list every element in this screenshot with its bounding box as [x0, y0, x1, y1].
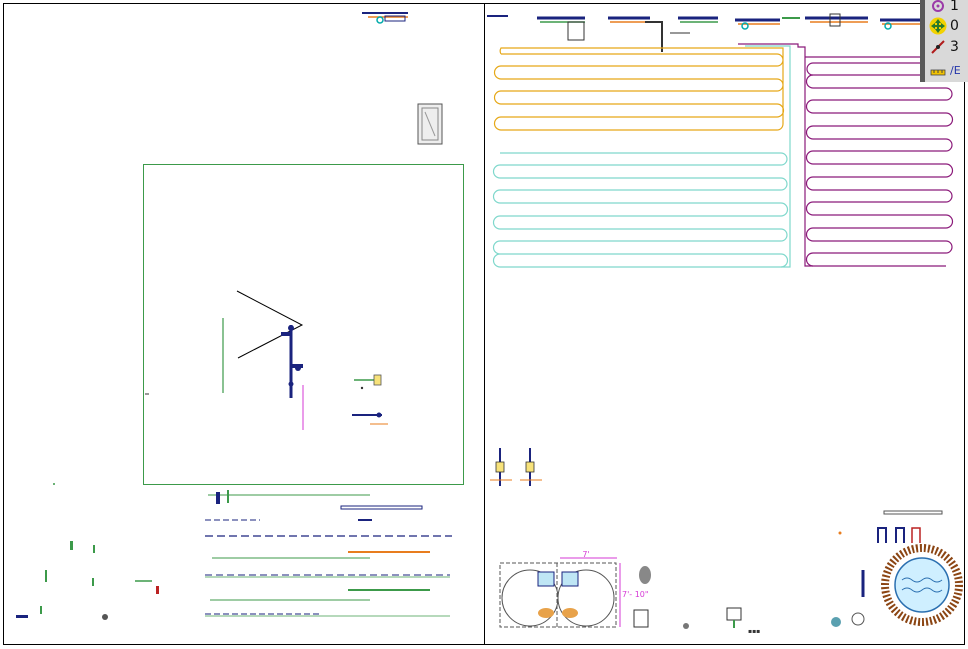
pipe-label-bar	[883, 510, 943, 515]
viewport-frame[interactable]	[143, 164, 464, 485]
palette-label-measure: /E	[950, 63, 961, 77]
palette-label-orbit: 1	[950, 0, 959, 14]
valve-detail-symbols	[490, 448, 542, 486]
scattered-fixture-symbols	[16, 483, 159, 620]
water-heater-symbol	[417, 103, 443, 145]
palette-row-measure[interactable]: /E	[929, 60, 968, 80]
misc-fixtures-bottom: ▪▪▪	[683, 570, 865, 635]
radiant-loop-orange	[493, 47, 785, 131]
dimension-height-label: 7'- 10"	[622, 590, 649, 599]
manifold-symbol-top-left	[362, 12, 408, 24]
palette-label-line: 3	[950, 39, 959, 55]
dimension-width-label: 7'	[582, 550, 589, 559]
svg-text:▪▪▪: ▪▪▪	[748, 628, 760, 635]
measure-tool-icon[interactable]	[929, 61, 947, 79]
manifold-elevations-row	[487, 13, 920, 52]
right-sheet-frame	[484, 3, 965, 645]
piping-schedule-rows	[205, 490, 452, 617]
palette-label-pan: 0	[950, 18, 959, 34]
palette-row-orbit[interactable]: 1	[929, 0, 968, 16]
round-tank-symbol	[881, 544, 963, 626]
tool-palette: 1 0 3 /E	[920, 0, 968, 82]
riser-diagram	[145, 290, 388, 430]
palette-row-line[interactable]: 3	[929, 37, 968, 57]
left-sheet-frame	[3, 3, 485, 645]
orbit-icon[interactable]	[929, 0, 947, 15]
fixture-group-right	[838, 527, 921, 543]
dual-tank-plan: 7' 7'- 10"	[499, 550, 651, 628]
pan-move-icon[interactable]	[929, 17, 947, 35]
line-tool-icon[interactable]	[929, 38, 947, 56]
radiant-loop-cyan	[492, 45, 791, 268]
palette-row-pan[interactable]: 0	[929, 16, 968, 36]
